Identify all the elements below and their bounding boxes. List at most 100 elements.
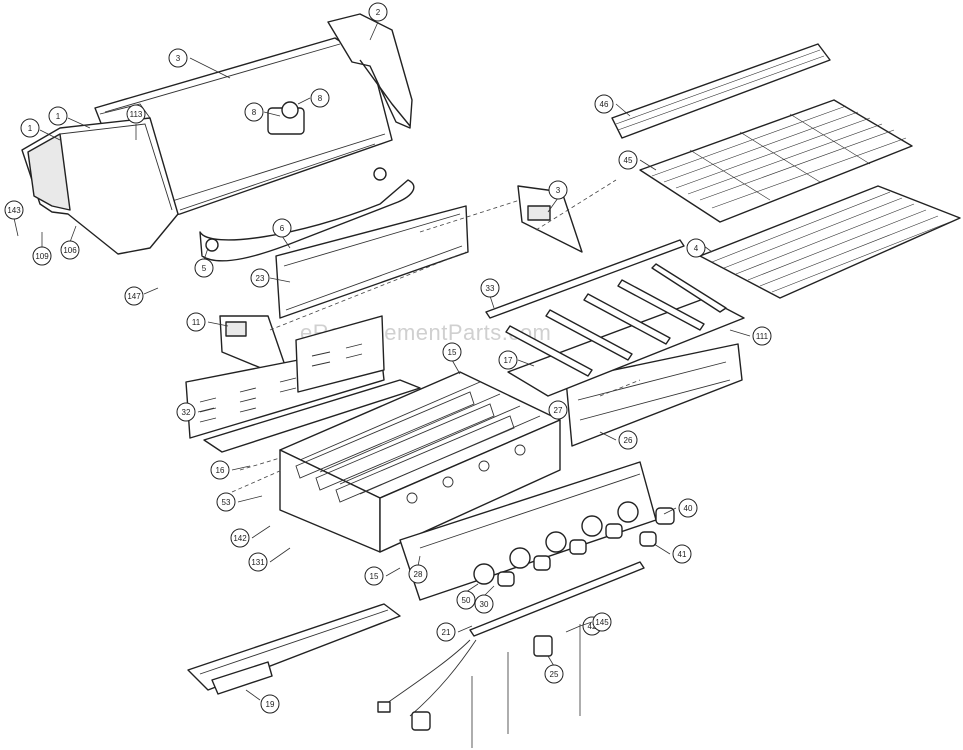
callout-number: 46 [600,100,609,109]
callout-circle [544,664,564,684]
callout-0: 3 [168,48,231,79]
callout-number: 1 [56,112,61,121]
right-side-shield [517,185,583,253]
callout-number: 106 [63,246,77,255]
callout-circle [480,278,500,298]
callout-circle [194,258,214,278]
callout-leader-line [197,407,215,413]
callout-28: 142 [230,525,271,548]
callout-8: 109 [32,232,52,266]
callout-leader-line [263,111,281,117]
callout-number: 5 [202,264,207,273]
callout-circle [592,612,612,632]
callout-25: 27 [548,400,568,420]
callout-number: 8 [252,108,257,117]
callout-27: 53 [216,492,263,512]
callout-circle [456,590,476,610]
callout-number: 45 [624,156,633,165]
callout-number: 40 [684,504,693,513]
callout-circle [4,200,24,220]
callout-leader-line [457,625,473,633]
callout-number: 6 [280,224,285,233]
callout-circle [618,430,638,450]
callout-circle [230,528,250,548]
callout-number: 17 [504,356,513,365]
callout-7: 143 [4,200,24,237]
callout-leader-line [297,97,311,105]
callout-number: 109 [35,252,49,261]
callout-10: 6 [272,218,292,249]
callout-number: 142 [233,534,247,543]
callout-leader-line [451,359,461,375]
callout-circle [210,460,230,480]
callout-circle [126,104,146,124]
callout-circle [168,48,188,68]
callout-leader-line [369,21,379,41]
callout-leader-line [615,103,631,117]
callout-circle [594,94,614,114]
callout-leader-line [639,159,657,171]
callout-leader-line [231,465,251,471]
callout-14: 46 [594,94,631,117]
assembly-lines [231,179,641,493]
callout-circle [364,566,384,586]
callout-number: 4 [694,244,699,253]
callout-11: 5 [194,247,214,278]
callout-19: 17 [498,350,535,370]
callout-30: 15 [364,566,401,586]
callout-leader-line [281,235,291,249]
callout-number: 113 [130,110,143,119]
callout-leader-line [143,287,159,295]
callout-circle [32,246,52,266]
callout-circle [250,268,270,288]
callout-21: 11 [186,312,229,332]
callout-circle [248,552,268,572]
callout-circle [60,240,80,260]
callout-number: 32 [182,408,191,417]
callout-circle [20,118,40,138]
callout-circle [408,564,428,584]
callout-number: 21 [442,628,451,637]
callout-13: 147 [124,286,159,306]
callout-number: 41 [678,550,687,559]
callout-leader-line [465,583,479,593]
callout-4: 1 [48,106,91,129]
callout-34: 40 [663,498,698,518]
callout-number: 8 [318,94,323,103]
callout-circle [260,694,280,714]
callout-leader-line [39,129,61,141]
callout-number: 25 [550,670,559,679]
warming-rack [203,379,421,453]
callout-circle [124,286,144,306]
callout-number: 15 [448,348,457,357]
callout-40: 19 [245,689,280,714]
callout-circle [244,102,264,122]
callout-circle [442,342,462,362]
warming-grate [611,43,831,139]
callout-leader-line [269,277,291,283]
perforated-back-panel [185,315,385,439]
callout-1: 2 [368,2,388,41]
callout-circle [672,544,692,564]
callout-number: 23 [256,274,265,283]
callout-circle [48,106,68,126]
callout-3: 1 [20,118,61,141]
left-side-shield [219,315,291,381]
control-knobs [497,507,675,587]
callout-circle [548,180,568,200]
callout-37: 21 [436,622,473,642]
callout-leader-line [417,555,421,567]
callout-circle [752,326,772,346]
callout-35: 41 [653,543,692,564]
callout-number: 16 [216,466,225,475]
callout-15: 45 [618,150,657,171]
callout-29: 131 [248,547,291,572]
callout-number: 30 [480,600,489,609]
gas-manifold [377,561,645,748]
callout-number: 145 [595,618,609,627]
firebox [279,371,561,553]
callout-5: 8 [244,102,281,122]
